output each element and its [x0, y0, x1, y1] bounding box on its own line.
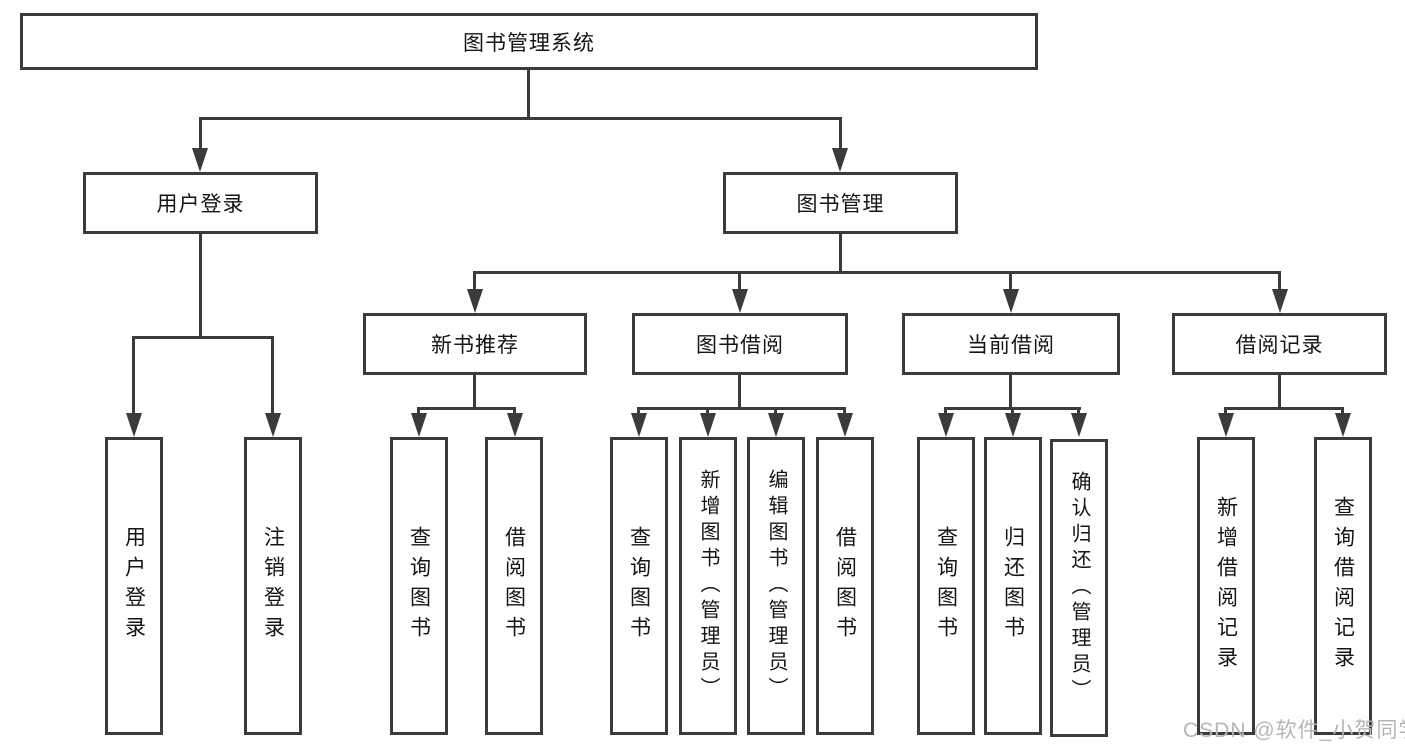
node-label: 当前借阅 — [967, 334, 1055, 357]
arrowhead — [1071, 413, 1087, 437]
leaf-label: 查询图书 — [934, 526, 958, 646]
node-label: 用户登录 — [156, 193, 245, 216]
leaf-logout: 注销登录 — [244, 437, 302, 735]
node-label: 图书管理系统 — [463, 31, 595, 55]
node-current-borrow: 当前借阅 — [902, 313, 1120, 375]
arrowhead — [1005, 413, 1021, 437]
node-book-management: 图书管理 — [723, 172, 958, 234]
node-new-book-recommend: 新书推荐 — [363, 313, 587, 375]
leaf-br-add-record: 新增借阅记录 — [1197, 437, 1255, 735]
leaf-nb-borrow-books: 借阅图书 — [485, 437, 543, 735]
node-label: 新书推荐 — [431, 334, 519, 357]
leaf-cb-query-books: 查询图书 — [917, 437, 975, 735]
arrowhead — [411, 413, 427, 437]
arrowhead — [507, 413, 523, 437]
connector-line — [513, 407, 516, 415]
connector-line — [637, 407, 846, 410]
arrowhead — [467, 289, 483, 313]
connector-line — [199, 117, 202, 151]
leaf-label: 新增图书（管理员） — [697, 469, 719, 703]
connector-line — [706, 407, 709, 415]
connector-line — [199, 234, 202, 338]
connector-line — [1009, 375, 1012, 410]
arrowhead — [1335, 413, 1351, 437]
arrowhead — [732, 289, 748, 313]
connector-line — [271, 336, 274, 415]
leaf-bb-query-books: 查询图书 — [610, 437, 668, 735]
leaf-cb-confirm-return: 确认归还（管理员） — [1050, 439, 1108, 737]
connector-line — [417, 407, 420, 415]
leaf-label: 查询图书 — [627, 526, 651, 646]
connector-line — [473, 375, 476, 410]
leaf-label: 新增借阅记录 — [1214, 496, 1238, 676]
leaf-cb-return-books: 归还图书 — [984, 437, 1042, 735]
connector-line — [839, 234, 842, 274]
connector-line — [1011, 407, 1014, 415]
node-label: 借阅记录 — [1235, 334, 1324, 357]
connector-line — [473, 271, 476, 292]
leaf-label: 用户登录 — [122, 526, 146, 646]
leaf-br-query-record: 查询借阅记录 — [1314, 437, 1372, 735]
connector-line — [199, 117, 842, 120]
arrowhead — [768, 413, 784, 437]
arrowhead — [1218, 413, 1234, 437]
arrowhead — [631, 413, 647, 437]
connector-line — [473, 271, 1281, 274]
arrowhead — [1272, 289, 1288, 313]
leaf-bb-borrow-books: 借阅图书 — [816, 437, 874, 735]
connector-line — [1077, 407, 1080, 415]
connector-line — [738, 271, 741, 292]
csdn-watermark: CSDN @软件_小贺同学 — [1183, 719, 1405, 742]
connector-line — [1341, 407, 1344, 415]
leaf-user-login: 用户登录 — [105, 437, 163, 735]
leaf-label: 查询图书 — [407, 526, 431, 646]
leaf-label: 编辑图书（管理员） — [765, 469, 787, 703]
connector-line — [1224, 407, 1343, 410]
arrowhead — [938, 413, 954, 437]
connector-line — [944, 407, 947, 415]
node-user-login: 用户登录 — [83, 172, 318, 234]
connector-line — [132, 336, 274, 339]
connector-line — [132, 336, 135, 415]
connector-line — [774, 407, 777, 415]
connector-line — [1278, 271, 1281, 292]
arrowhead — [126, 413, 142, 437]
leaf-label: 注销登录 — [261, 526, 285, 646]
connector-line — [1224, 407, 1227, 415]
leaf-label: 借阅图书 — [833, 526, 857, 646]
connector-line — [527, 69, 530, 119]
leaf-bb-add-books: 新增图书（管理员） — [679, 437, 737, 735]
connector-line — [839, 117, 842, 151]
node-label: 图书借阅 — [696, 334, 784, 357]
node-book-borrow: 图书借阅 — [632, 313, 848, 375]
connector-line — [637, 407, 640, 415]
arrowhead — [1003, 289, 1019, 313]
leaf-label: 归还图书 — [1001, 526, 1025, 646]
leaf-label: 借阅图书 — [502, 526, 526, 646]
node-root: 图书管理系统 — [20, 13, 1038, 70]
arrowhead — [265, 413, 281, 437]
leaf-label: 查询借阅记录 — [1331, 496, 1355, 676]
connector-line — [843, 407, 846, 415]
connector-line — [1009, 271, 1012, 292]
connector-line — [1278, 375, 1281, 410]
arrowhead — [192, 148, 208, 172]
connector-line — [417, 407, 516, 410]
arrowhead — [837, 413, 853, 437]
connector-line — [738, 375, 741, 410]
arrowhead — [832, 148, 848, 172]
node-label: 图书管理 — [796, 193, 885, 216]
leaf-nb-query-books: 查询图书 — [390, 437, 448, 735]
leaf-label: 确认归还（管理员） — [1068, 471, 1090, 705]
node-borrow-records: 借阅记录 — [1172, 313, 1387, 375]
leaf-bb-edit-books: 编辑图书（管理员） — [747, 437, 805, 735]
arrowhead — [700, 413, 716, 437]
